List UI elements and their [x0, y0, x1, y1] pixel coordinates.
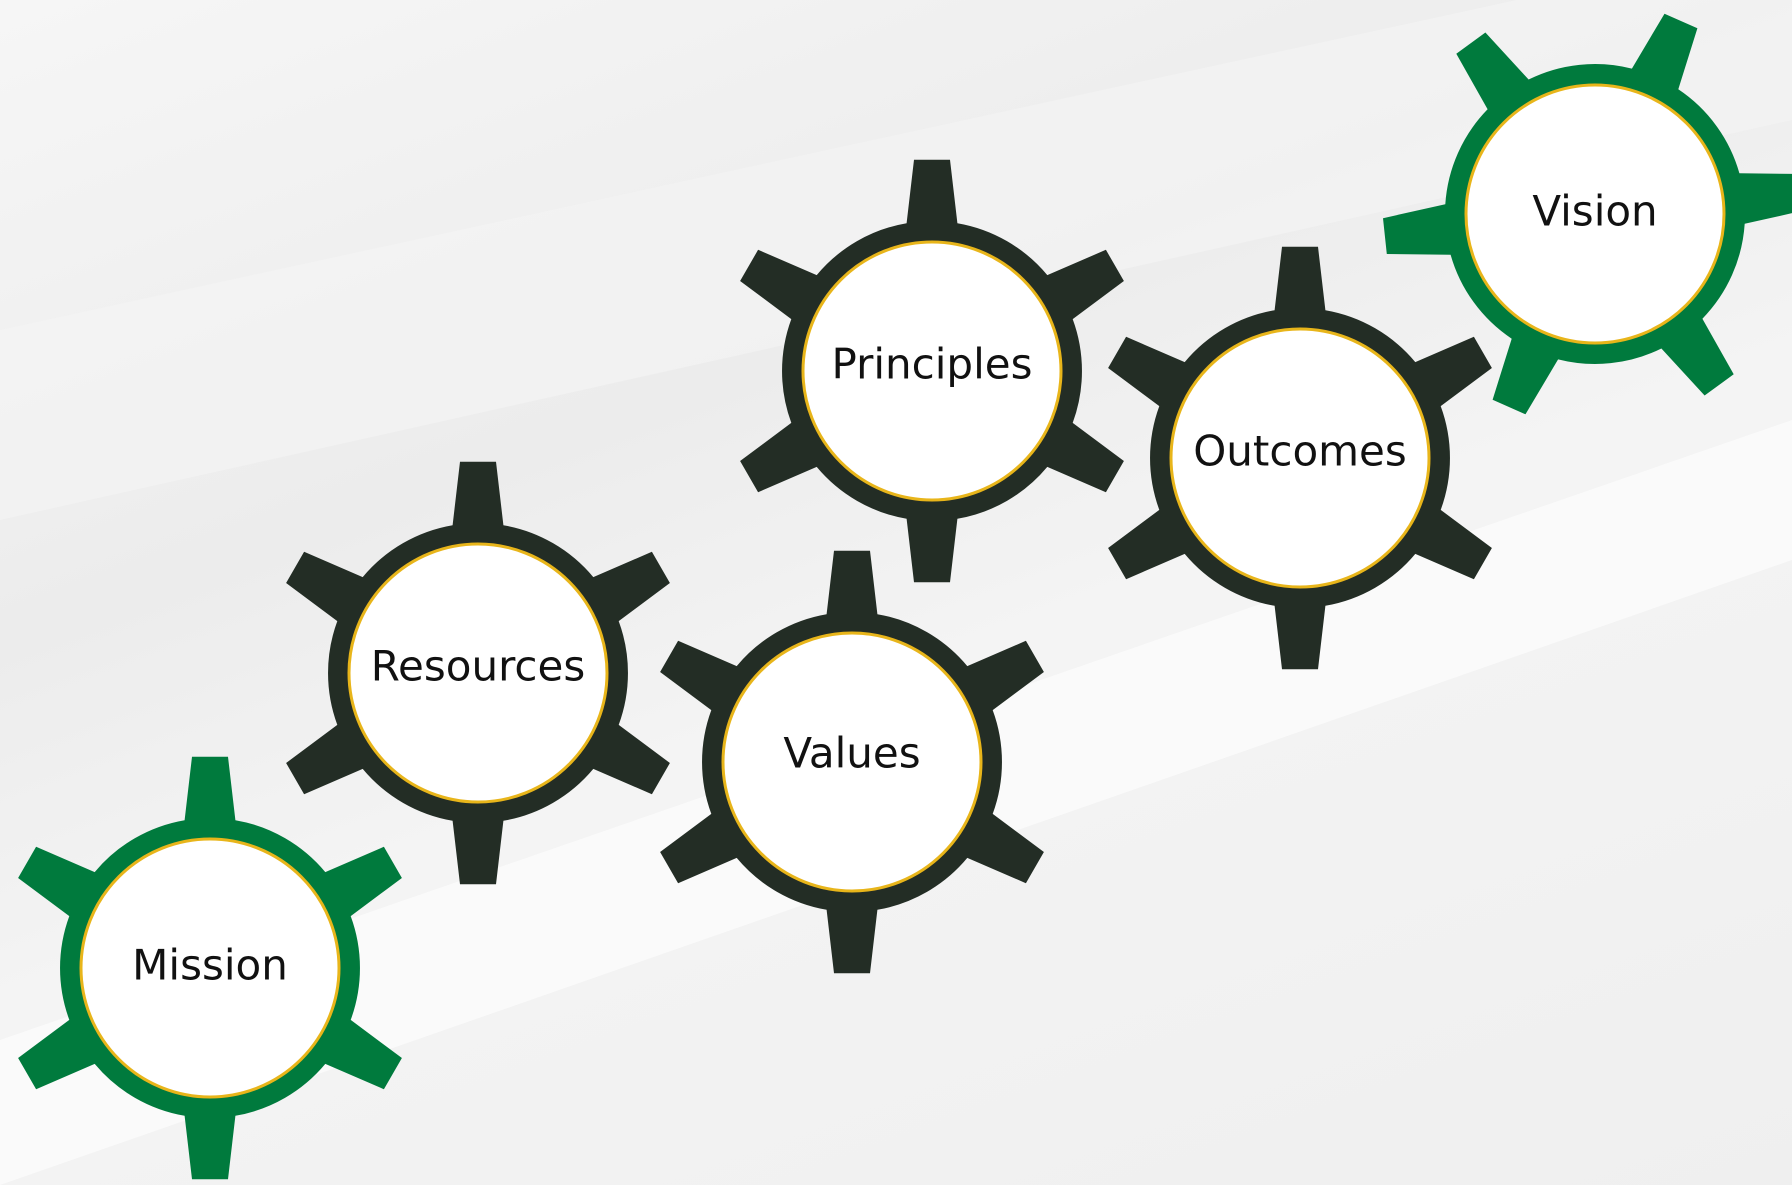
gear-resources-hub — [347, 542, 609, 804]
gear-outcomes-hub — [1169, 327, 1431, 589]
gear-resources: Resources — [286, 461, 670, 885]
gear-values-hub — [721, 631, 983, 893]
gear-vision-hub — [1464, 83, 1726, 345]
gear-principles: Principles — [740, 159, 1124, 583]
gear-principles-label: Principles — [832, 340, 1033, 389]
gear-principles-hub — [801, 240, 1063, 502]
gear-mission-label: Mission — [132, 941, 288, 990]
gear-vision: Vision — [1383, 13, 1792, 415]
gear-vision-label: Vision — [1532, 187, 1657, 236]
gear-mission: Mission — [18, 756, 402, 1180]
gear-outcomes-label: Outcomes — [1193, 427, 1407, 476]
gear-values: Values — [660, 550, 1044, 974]
gear-mission-hub — [79, 837, 341, 1099]
gear-resources-label: Resources — [371, 642, 586, 691]
gear-outcomes: Outcomes — [1108, 246, 1492, 670]
gear-values-label: Values — [783, 729, 920, 778]
